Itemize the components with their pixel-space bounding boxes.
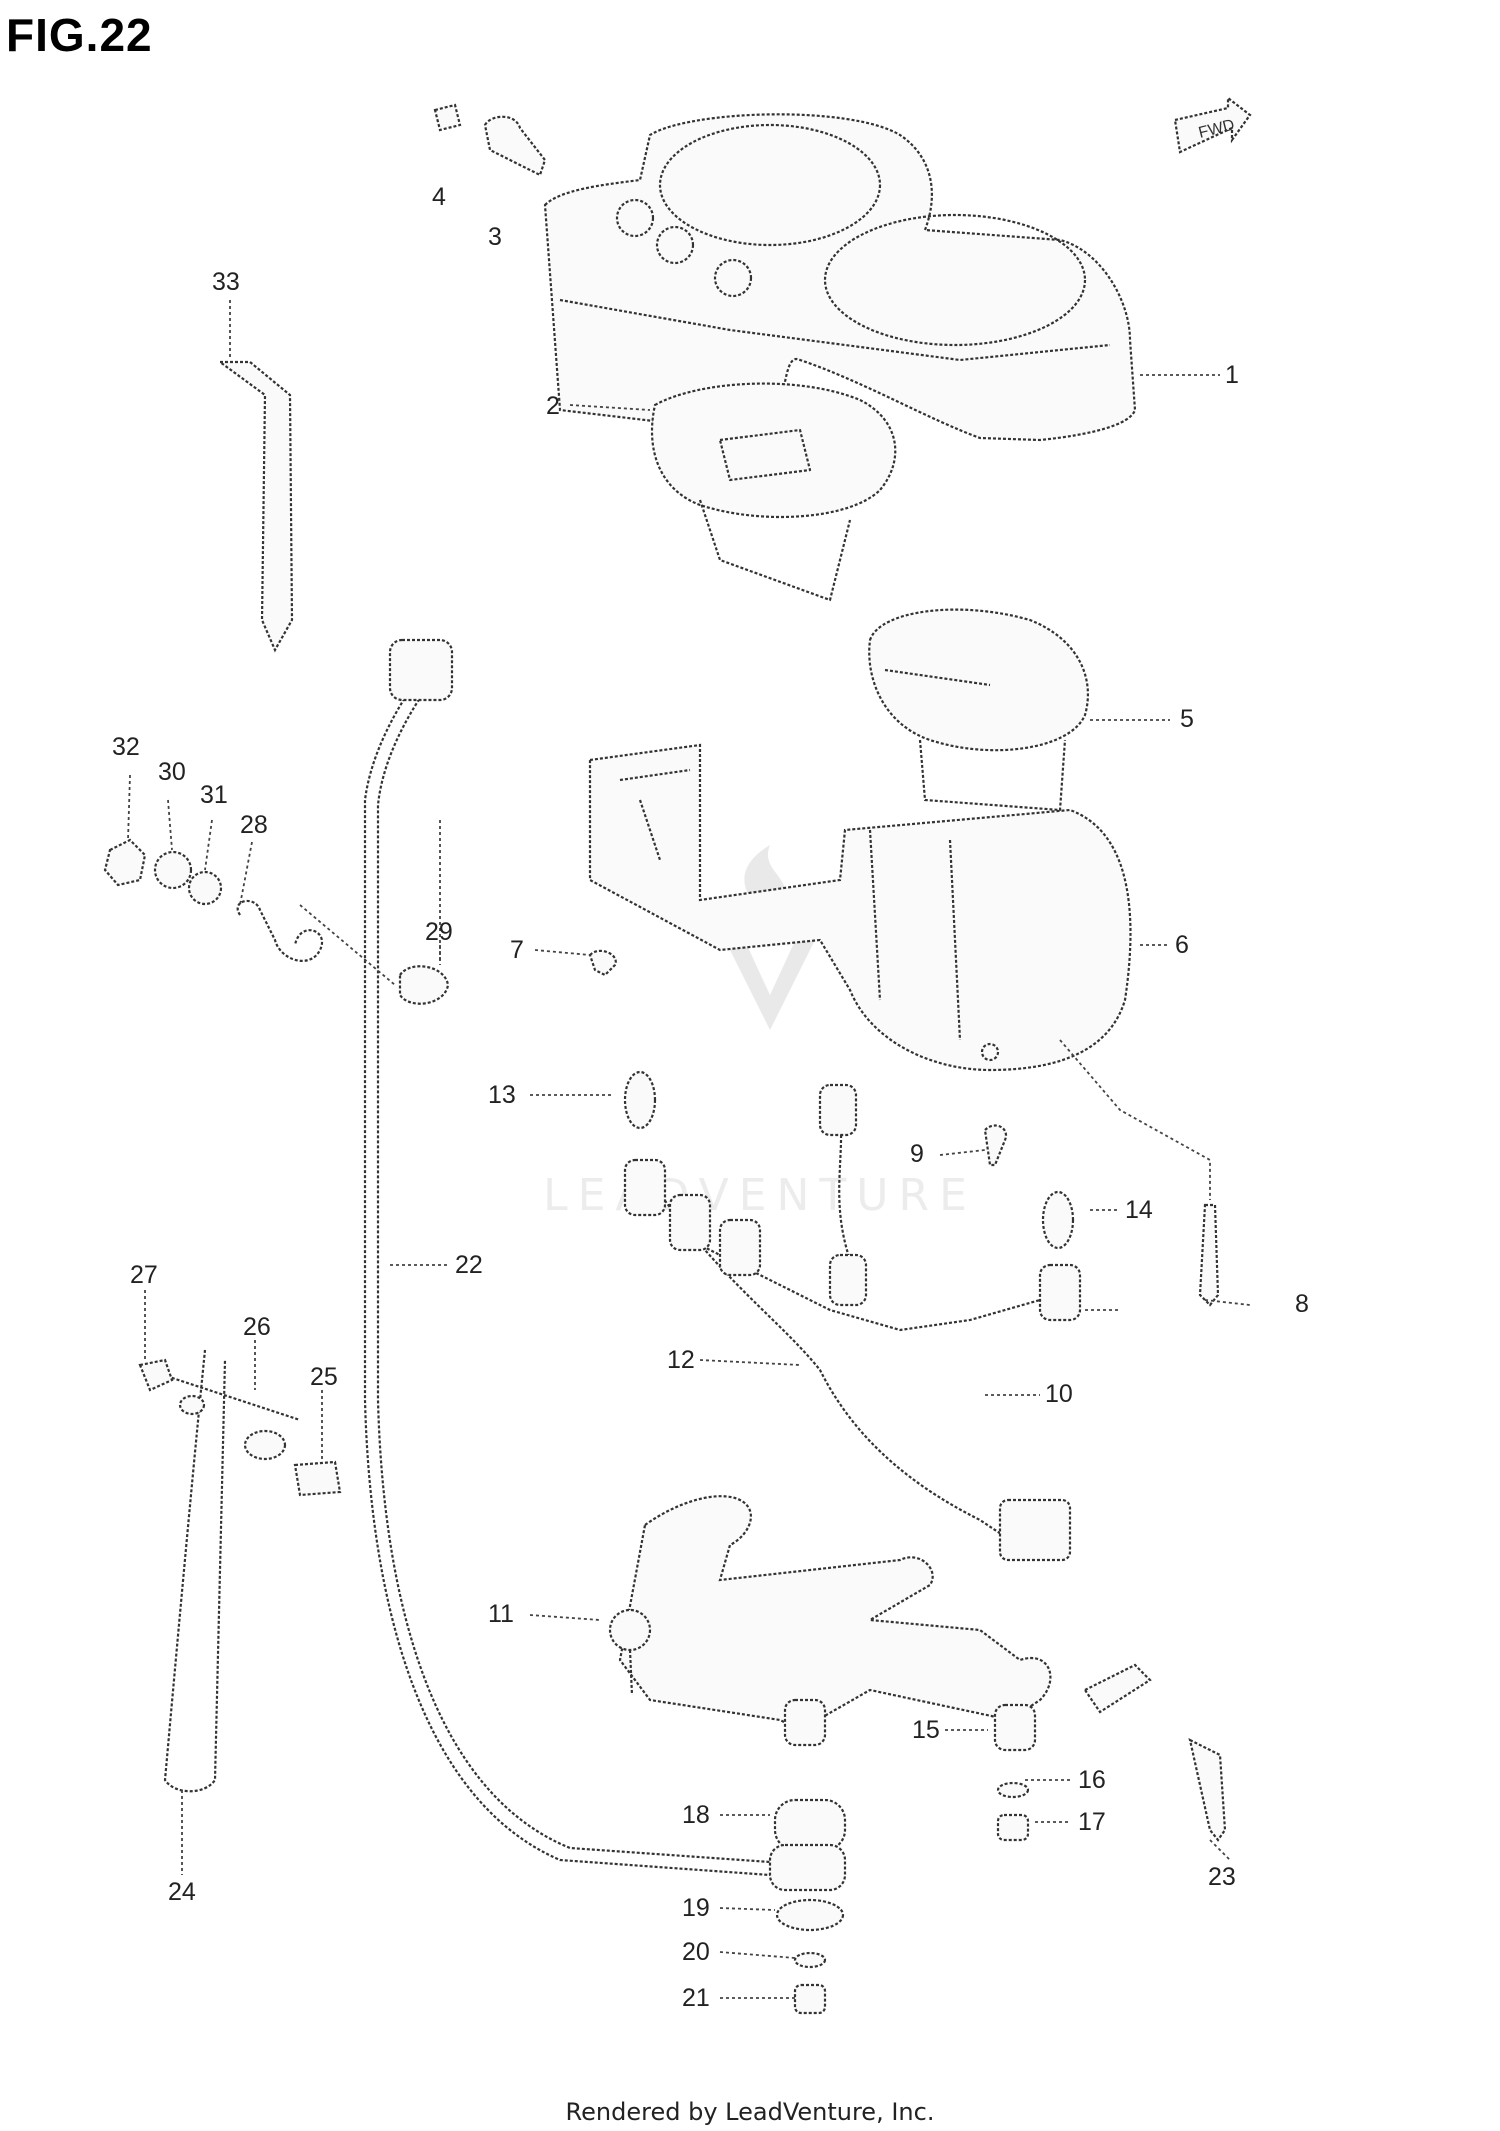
fwd-arrow-badge: FWD — [1173, 95, 1252, 154]
callout-32: 32 — [112, 733, 140, 761]
callout-20: 20 — [682, 1938, 710, 1966]
leader-lines — [127, 300, 1251, 1999]
callout-4: 4 — [432, 183, 446, 211]
callout-21: 21 — [682, 1984, 710, 2012]
meter-case-cover — [543, 113, 1137, 442]
cable-tie — [216, 360, 294, 653]
callout-6: 6 — [1175, 931, 1189, 959]
wiring-harness — [623, 1083, 1082, 1562]
callout-14: 14 — [1125, 1196, 1153, 1224]
speedometer-dial — [650, 382, 897, 602]
callout-10: 10 — [1045, 1380, 1073, 1408]
callout-1: 1 — [1225, 361, 1239, 389]
callout-22: 22 — [455, 1251, 483, 1279]
grommet-13 — [623, 1070, 657, 1130]
callout-7: 7 — [510, 936, 524, 964]
callout-30: 30 — [158, 758, 186, 786]
meter-case-lower — [588, 743, 1132, 1072]
callout-2: 2 — [546, 392, 560, 420]
mount-hardware — [768, 1663, 1227, 2015]
callout-33: 33 — [212, 268, 240, 296]
mounting-bracket — [608, 1495, 1052, 1732]
callout-12: 12 — [667, 1346, 695, 1374]
screw-parts — [433, 103, 1220, 1307]
figure-title: FIG.22 — [6, 9, 153, 61]
watermark: LEADVENTURE — [543, 845, 977, 1221]
grommet-14 — [1041, 1190, 1075, 1250]
lower-clamp — [138, 1349, 342, 1793]
tachometer-dial — [868, 608, 1089, 812]
callout-28: 28 — [240, 811, 268, 839]
callout-25: 25 — [310, 1363, 338, 1391]
callout-5: 5 — [1180, 705, 1194, 733]
callout-26: 26 — [243, 1313, 271, 1341]
callout-23: 23 — [1208, 1863, 1236, 1891]
footer-credit: Rendered by LeadVenture, Inc. — [565, 2098, 935, 2126]
callout-16: 16 — [1078, 1766, 1106, 1794]
callout-numbers: 1 2 3 4 5 6 7 8 9 10 11 12 13 14 15 16 1… — [112, 183, 1309, 2012]
callout-8: 8 — [1295, 1290, 1309, 1318]
callout-24: 24 — [168, 1878, 196, 1906]
callout-13: 13 — [488, 1081, 516, 1109]
watermark-text: LEADVENTURE — [543, 1170, 977, 1221]
callout-29: 29 — [425, 918, 453, 946]
callout-27: 27 — [130, 1261, 158, 1289]
callout-18: 18 — [682, 1801, 710, 1829]
speedometer-cable — [363, 638, 771, 1877]
callout-3: 3 — [488, 223, 502, 251]
callout-31: 31 — [200, 781, 228, 809]
callout-19: 19 — [682, 1894, 710, 1922]
callout-17: 17 — [1078, 1808, 1106, 1836]
clamp-hardware — [103, 838, 450, 1005]
callout-11: 11 — [488, 1600, 514, 1628]
callout-9: 9 — [910, 1140, 924, 1168]
callout-15: 15 — [912, 1716, 940, 1744]
